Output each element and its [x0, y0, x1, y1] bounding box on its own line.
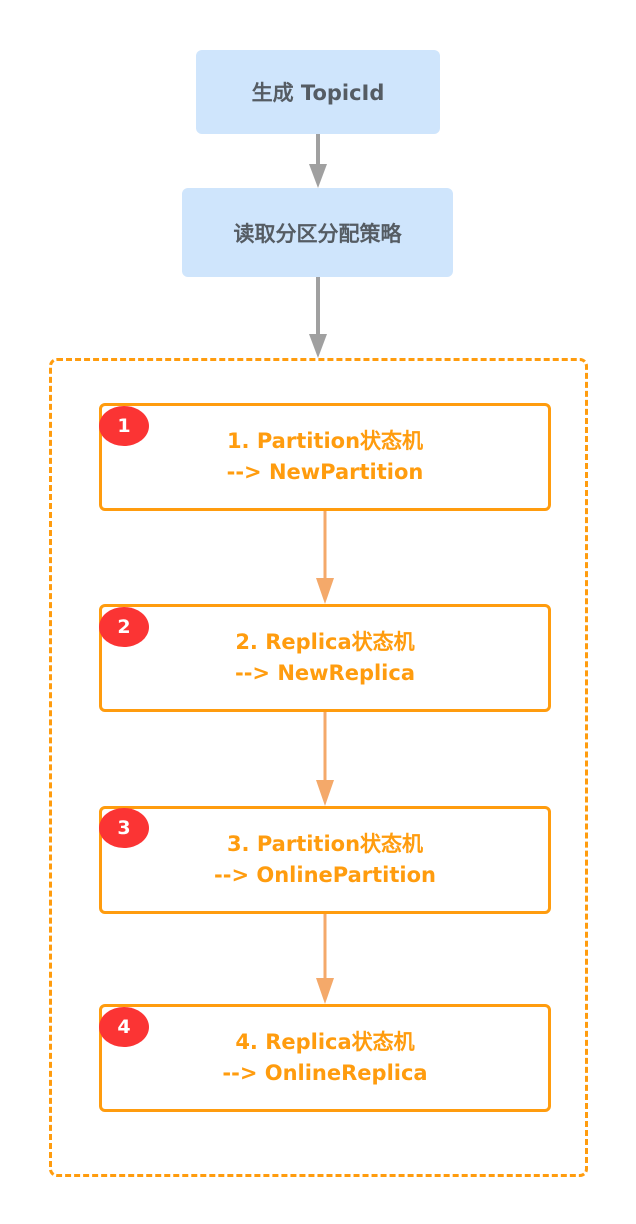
step-title: 3. Partition状态机 — [226, 832, 424, 856]
step-badge-2: 2 — [99, 607, 149, 647]
step-3-box: 3. Partition状态机 --> OnlinePartition — [99, 806, 551, 914]
step-target-state: --> OnlineReplica — [222, 1061, 428, 1085]
node-generate-topic-id: 生成 TopicId — [196, 50, 440, 134]
node-read-assignment-strategy: 读取分区分配策略 — [182, 188, 453, 277]
node-label: 生成 TopicId — [251, 81, 385, 105]
arrow-assignment-to-group — [309, 277, 327, 358]
arrow-step2-to-step3 — [316, 712, 334, 806]
arrow-step1-to-step2 — [316, 511, 334, 604]
step-target-state: --> NewReplica — [234, 661, 416, 685]
step-2-box: 2. Replica状态机 --> NewReplica — [99, 604, 551, 712]
step-title: 4. Replica状态机 — [235, 1030, 415, 1054]
step-title: 2. Replica状态机 — [235, 630, 415, 654]
step-target-state: --> OnlinePartition — [214, 863, 436, 887]
step-title: 1. Partition状态机 — [226, 429, 424, 453]
step-badge-1: 1 — [99, 406, 149, 446]
step-badge-3: 3 — [99, 808, 149, 848]
state-machine-group — [49, 358, 588, 1177]
step-4-box: 4. Replica状态机 --> OnlineReplica — [99, 1004, 551, 1112]
step-target-state: --> NewPartition — [226, 460, 424, 484]
node-label: 读取分区分配策略 — [233, 221, 402, 246]
step-badge-4: 4 — [99, 1007, 149, 1047]
arrow-topicid-to-assignment — [309, 134, 327, 188]
arrow-step3-to-step4 — [316, 913, 334, 1004]
step-1-box: 1. Partition状态机 --> NewPartition — [99, 403, 551, 511]
